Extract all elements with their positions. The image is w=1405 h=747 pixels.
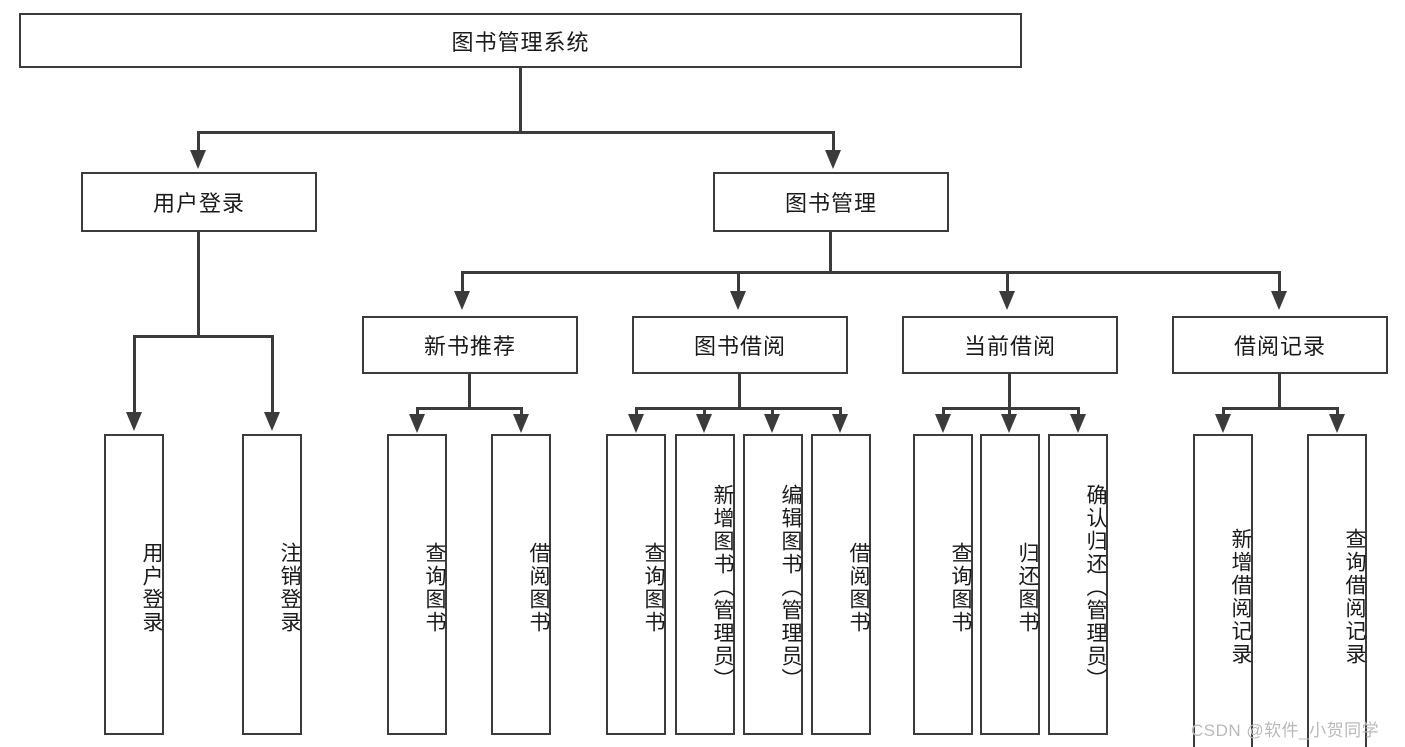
node-book-management[interactable]: 图书管理 [713, 172, 949, 232]
edge-root-stem [519, 68, 522, 131]
node-label: 归还图书 [1016, 541, 1039, 634]
edge-bm-drop-2 [737, 271, 740, 293]
edge-br-stem [1278, 374, 1281, 407]
node-label: 新增图书（管理员） [711, 484, 734, 691]
edge-nbr-stem [468, 374, 471, 407]
edge-bb-bar [635, 407, 842, 410]
node-label: 图书管理 [784, 191, 877, 216]
arrow-to-leaf-query-record [1329, 414, 1345, 433]
node-current-borrow[interactable]: 当前借阅 [902, 316, 1118, 374]
node-label: 用户登录 [140, 541, 163, 634]
arrow-to-leaf-logout [264, 412, 280, 431]
edge-nbr-drop-2 [520, 407, 523, 416]
edge-cb-stem [1008, 374, 1011, 407]
arrow-to-book-management [825, 150, 841, 169]
edge-br-drop-1 [1222, 407, 1225, 416]
arrow-to-leaf-user-login [126, 412, 142, 431]
leaf-query-book-3[interactable]: 查询图书 [913, 434, 973, 735]
edge-user-login-bar [133, 335, 273, 338]
arrow-to-leaf-borrow-book-2 [832, 414, 848, 433]
edge-user-login-stem [197, 232, 200, 335]
arrow-to-leaf-query-book-1 [409, 414, 425, 433]
leaf-return-book[interactable]: 归还图书 [980, 434, 1040, 735]
node-label: 确认归还（管理员） [1084, 484, 1107, 691]
edge-root-bar [197, 131, 835, 134]
leaf-add-book-admin[interactable]: 新增图书（管理员） [675, 434, 735, 735]
node-label: 编辑图书（管理员） [779, 484, 802, 691]
leaf-user-login[interactable]: 用户登录 [104, 434, 164, 735]
node-label: 借阅图书 [847, 541, 870, 634]
edge-nbr-bar [416, 407, 523, 410]
edge-bb-drop-2 [703, 407, 706, 416]
edge-br-bar [1222, 407, 1339, 410]
node-label: 查询图书 [423, 541, 446, 634]
node-label: 新书推荐 [423, 334, 516, 359]
node-label: 查询图书 [949, 541, 972, 634]
node-label: 查询图书 [642, 541, 665, 634]
edge-root-drop-left [197, 131, 200, 153]
edge-book-management-stem [829, 232, 832, 271]
arrow-to-new-book-recommend [454, 291, 470, 310]
arrow-to-leaf-confirm-return [1070, 414, 1086, 433]
node-label: 当前借阅 [963, 334, 1056, 359]
edge-root-drop-right [832, 131, 835, 153]
edge-cb-bar [942, 407, 1080, 410]
leaf-query-book-1[interactable]: 查询图书 [387, 434, 447, 735]
edge-bm-drop-4 [1278, 271, 1281, 293]
arrow-to-leaf-query-book-3 [935, 414, 951, 433]
node-root-book-management-system[interactable]: 图书管理系统 [19, 13, 1022, 68]
edge-bm-drop-1 [461, 271, 464, 293]
leaf-edit-book-admin[interactable]: 编辑图书（管理员） [743, 434, 803, 735]
node-label: 图书借阅 [693, 334, 786, 359]
arrow-to-leaf-return-book [1001, 414, 1017, 433]
leaf-query-book-2[interactable]: 查询图书 [606, 434, 666, 735]
edge-bm-drop-3 [1006, 271, 1009, 293]
edge-bb-stem [738, 374, 741, 407]
edge-user-login-drop-1 [133, 335, 136, 414]
arrow-to-leaf-borrow-book-1 [513, 414, 529, 433]
edge-cb-drop-1 [942, 407, 945, 416]
arrow-to-borrow-record [1271, 291, 1287, 310]
edge-cb-drop-3 [1077, 407, 1080, 416]
arrow-to-leaf-add-record [1215, 414, 1231, 433]
edge-user-login-drop-2 [271, 335, 274, 414]
edge-bb-drop-3 [771, 407, 774, 416]
leaf-logout[interactable]: 注销登录 [242, 434, 302, 735]
node-label: 注销登录 [278, 541, 301, 634]
arrow-to-leaf-query-book-2 [628, 414, 644, 433]
node-label: 借阅记录 [1233, 334, 1326, 359]
arrow-to-user-login [190, 150, 206, 169]
node-label: 新增借阅记录 [1229, 528, 1252, 666]
node-new-book-recommend[interactable]: 新书推荐 [362, 316, 578, 374]
arrow-to-current-borrow [999, 291, 1015, 310]
edge-nbr-drop-1 [416, 407, 419, 416]
edge-cb-drop-2 [1008, 407, 1011, 416]
node-label: 图书管理系统 [451, 29, 590, 55]
edge-br-drop-2 [1336, 407, 1339, 416]
node-label: 查询借阅记录 [1343, 528, 1366, 666]
leaf-borrow-book-1[interactable]: 借阅图书 [491, 434, 551, 735]
csdn-watermark: CSDN @软件_小贺同学 [1191, 721, 1380, 740]
leaf-confirm-return-admin[interactable]: 确认归还（管理员） [1048, 434, 1108, 735]
edge-bb-drop-4 [839, 407, 842, 416]
edge-book-management-bar [461, 271, 1281, 274]
node-label: 用户登录 [152, 191, 245, 216]
edge-bb-drop-1 [635, 407, 638, 416]
node-borrow-record[interactable]: 借阅记录 [1172, 316, 1388, 374]
leaf-add-borrow-record[interactable]: 新增借阅记录 [1193, 434, 1253, 747]
leaf-query-borrow-record[interactable]: 查询借阅记录 [1307, 434, 1367, 747]
node-label: 借阅图书 [527, 541, 550, 634]
arrow-to-book-borrow [730, 291, 746, 310]
arrow-to-leaf-edit-book [764, 414, 780, 433]
arrow-to-leaf-add-book [696, 414, 712, 433]
node-user-login[interactable]: 用户登录 [81, 172, 317, 232]
leaf-borrow-book-2[interactable]: 借阅图书 [811, 434, 871, 735]
node-book-borrow[interactable]: 图书借阅 [632, 316, 848, 374]
